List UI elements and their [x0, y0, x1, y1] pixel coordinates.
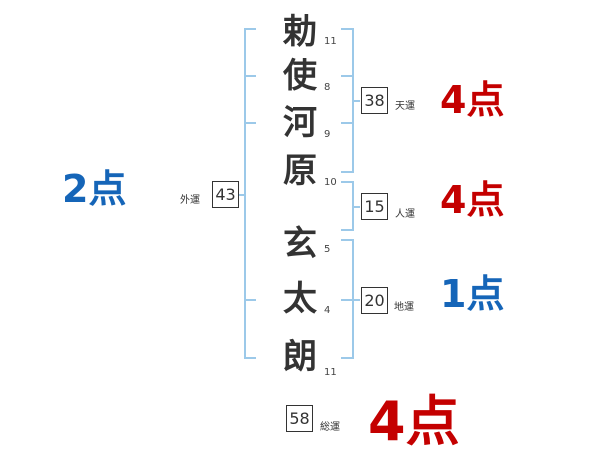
- name-char: 太: [283, 279, 317, 319]
- name-char: 原: [283, 151, 317, 191]
- stroke-count: 11: [324, 36, 337, 47]
- soukaku-label: 総運: [320, 422, 340, 433]
- stroke-count: 11: [324, 367, 337, 378]
- stroke-count: 10: [324, 177, 337, 188]
- stroke-count: 8: [324, 82, 331, 93]
- bracket-tick: [352, 100, 360, 102]
- bracket-tick: [341, 299, 353, 301]
- gaikaku-value: 43: [212, 181, 239, 208]
- bracket-tick: [352, 299, 360, 301]
- bracket-tick: [352, 206, 360, 208]
- soukaku-score: 4点: [368, 390, 460, 453]
- bracket-tick: [341, 181, 353, 183]
- bracket-tick: [341, 171, 353, 173]
- jinkaku-value: 15: [361, 193, 388, 220]
- soukaku-value: 58: [286, 405, 313, 432]
- bracket-tick: [341, 357, 353, 359]
- name-char: 使: [283, 56, 317, 96]
- bracket-tick: [341, 28, 353, 30]
- stroke-count: 4: [324, 305, 331, 316]
- bracket-tick: [244, 357, 256, 359]
- name-char: 玄: [283, 224, 317, 264]
- name-char: 朗: [283, 337, 317, 377]
- chikaku-score: 1点: [440, 272, 505, 316]
- jinkaku-label: 人運: [395, 209, 415, 220]
- tenkaku-label: 天運: [395, 101, 415, 112]
- jinkaku-score: 4点: [440, 178, 505, 222]
- tenkaku-score: 4点: [440, 78, 505, 122]
- outer-bracket: [244, 28, 246, 359]
- tenkaku-value: 38: [361, 87, 388, 114]
- name-char: 河: [283, 103, 317, 143]
- chikaku-label: 地運: [394, 302, 414, 313]
- gaikaku-label: 外運: [180, 195, 200, 206]
- stroke-count: 9: [324, 129, 331, 140]
- chikaku-value: 20: [361, 287, 388, 314]
- bracket-tick: [341, 122, 353, 124]
- bracket-tick: [244, 122, 256, 124]
- bracket-tick: [238, 194, 245, 196]
- bracket-tick: [244, 75, 256, 77]
- stroke-count: 5: [324, 244, 331, 255]
- bracket-tick: [244, 28, 256, 30]
- name-char: 勅: [283, 12, 317, 52]
- gaikaku-score: 2点: [62, 167, 127, 211]
- bracket-tick: [341, 75, 353, 77]
- bracket-tick: [341, 239, 353, 241]
- bracket-tick: [244, 299, 256, 301]
- bracket-tick: [341, 229, 353, 231]
